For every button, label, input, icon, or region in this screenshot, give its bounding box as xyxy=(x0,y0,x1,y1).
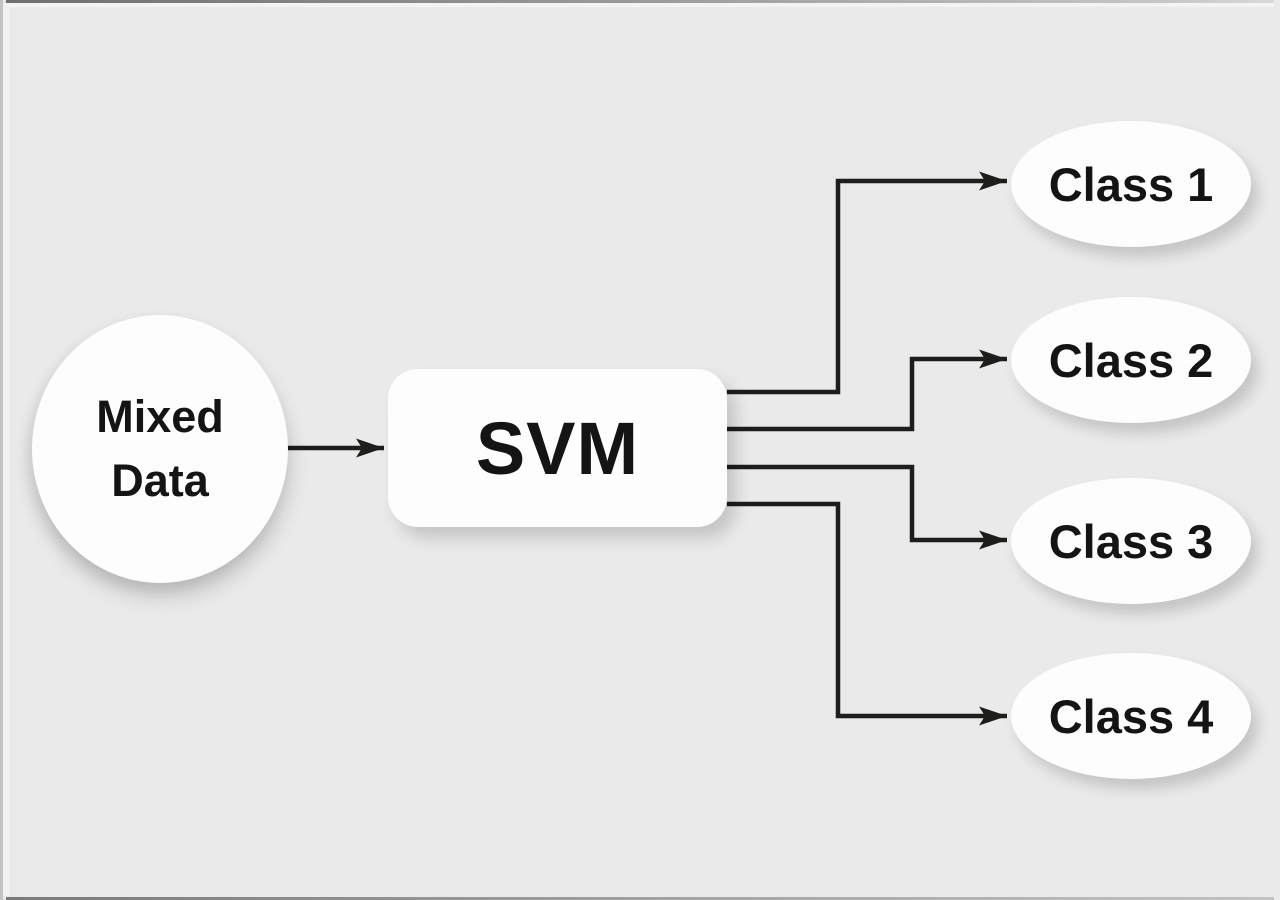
frame-top-line xyxy=(6,0,1274,3)
frame-bottom-line xyxy=(6,897,1274,900)
frame-left-line xyxy=(0,0,3,900)
node-class-2: Class 2 xyxy=(1011,297,1251,423)
node-class-4-label: Class 4 xyxy=(1048,689,1214,743)
arrow-svm-to-class-4 xyxy=(727,501,1007,726)
frame-left-highlight xyxy=(3,4,10,896)
node-class-3: Class 3 xyxy=(1011,478,1251,604)
arrow-svm-to-class-2 xyxy=(727,349,1007,432)
node-class-1: Class 1 xyxy=(1011,121,1251,247)
node-mixed-data: Mixed Data xyxy=(32,315,288,583)
node-svm: SVM xyxy=(388,369,727,527)
node-class-1-label: Class 1 xyxy=(1048,157,1214,211)
node-class-4: Class 4 xyxy=(1011,653,1251,779)
node-class-2-label: Class 2 xyxy=(1048,333,1214,387)
node-class-3-label: Class 3 xyxy=(1048,514,1214,568)
arrow-svm-to-class-3 xyxy=(727,464,1007,550)
arrow-svm-to-class-1 xyxy=(727,171,1007,395)
node-svm-label: SVM xyxy=(475,406,640,490)
frame-top-highlight xyxy=(6,3,1274,7)
node-mixed-data-label: Mixed Data xyxy=(96,391,224,506)
